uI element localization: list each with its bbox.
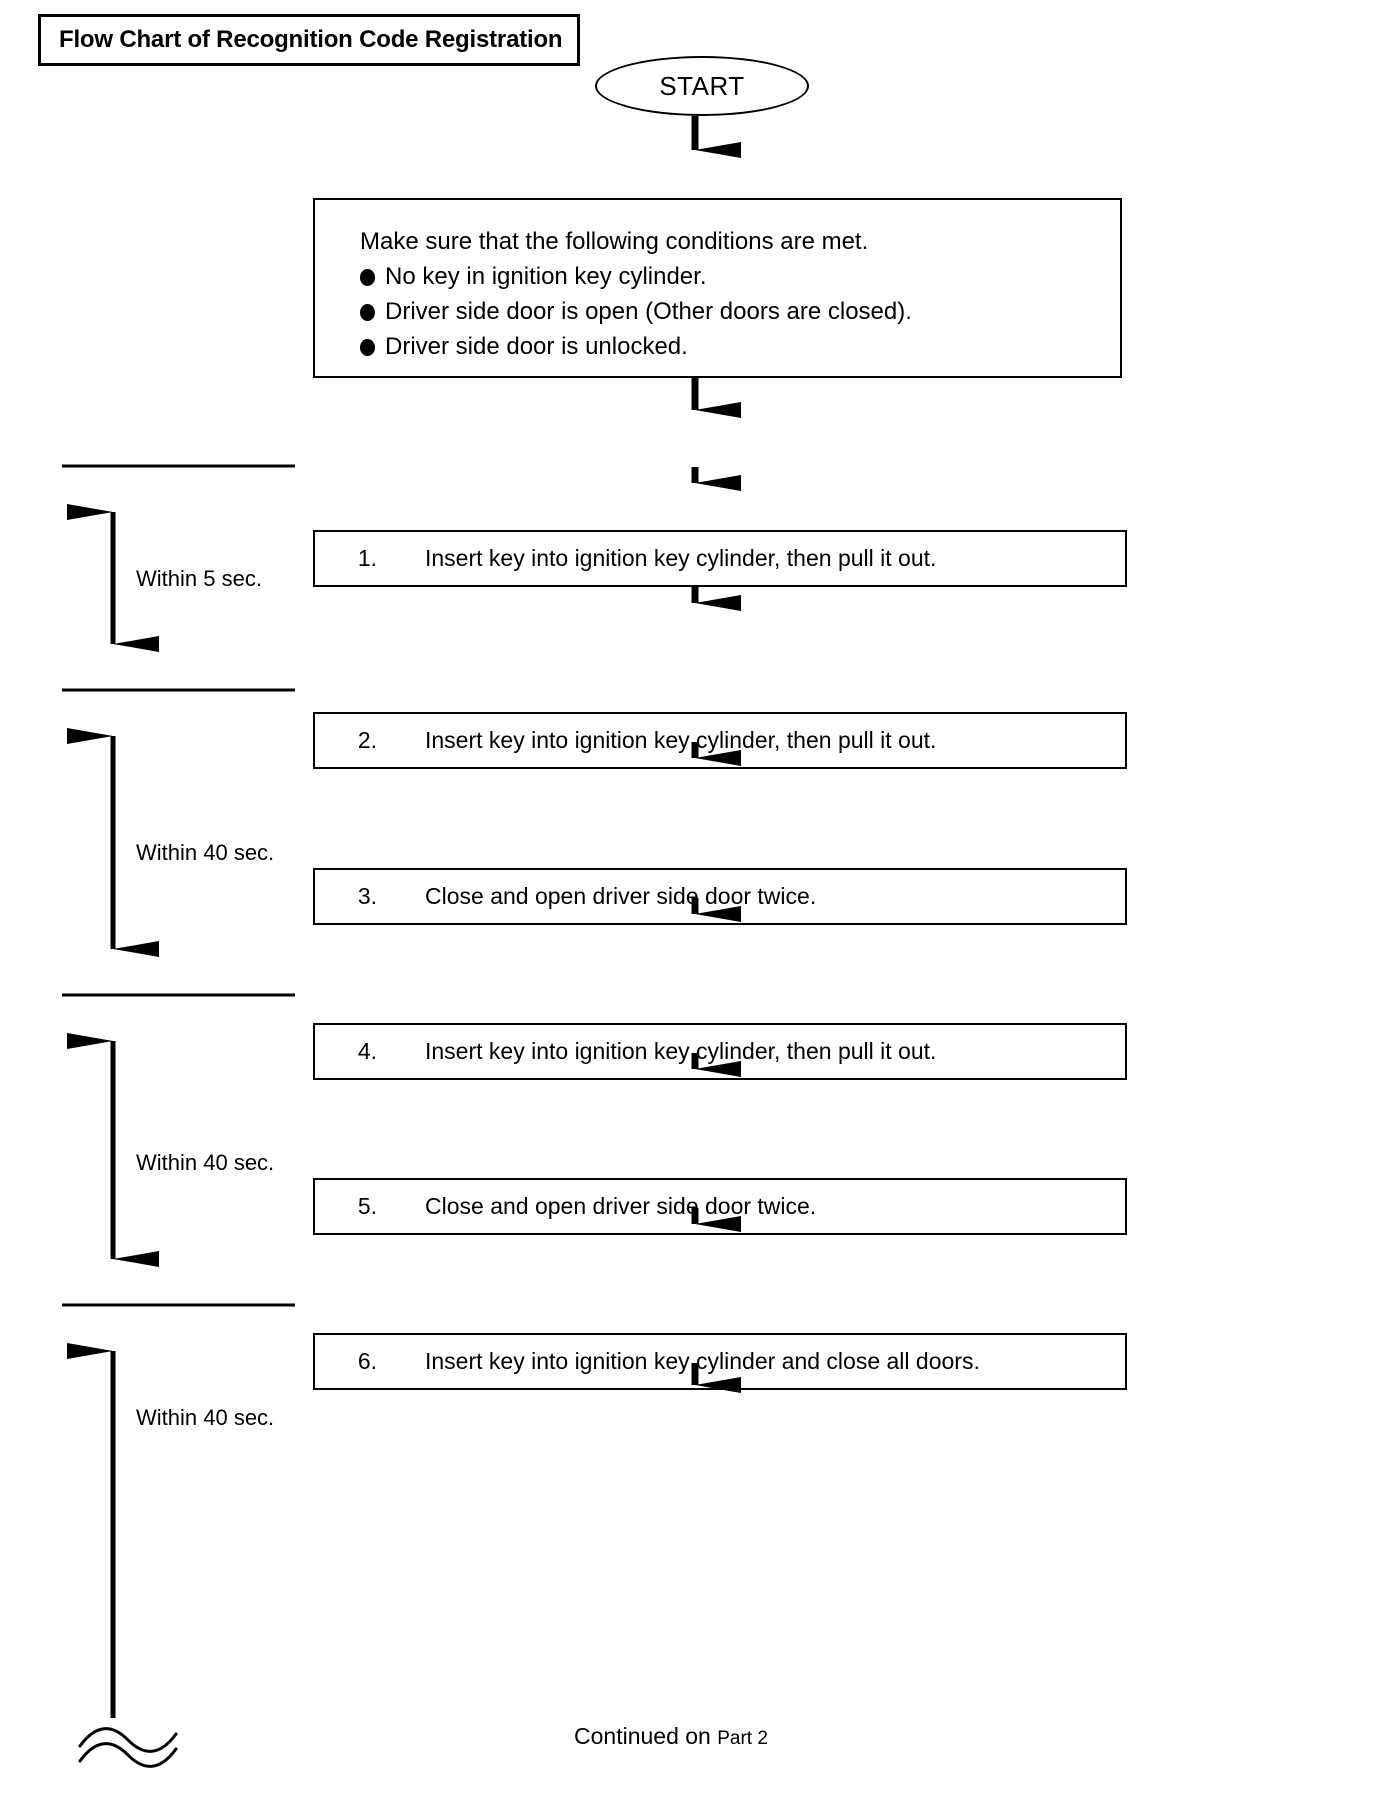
condition-item-label: Driver side door is unlocked. [385,333,688,360]
continued-text: Continued on [574,1723,711,1749]
step-number: 4. [357,1038,377,1064]
step-box-1: 1. Insert key into ignition key cylinder… [313,530,1127,587]
step-number: 5. [357,1193,377,1219]
page-title: Flow Chart of Recognition Code Registrat… [59,26,563,53]
timing-label-2: Within 40 sec. [136,840,275,865]
step-box-3: 3. Close and open driver side door twice… [313,868,1127,925]
step-number: 2. [357,727,377,753]
condition-item: Driver side door is open (Other doors ar… [360,294,1120,329]
step-box-2: 2. Insert key into ignition key cylinder… [313,712,1127,769]
step-number: 3. [357,883,377,909]
timing-label-4: Within 40 sec. [136,1405,275,1430]
step-box-5: 5. Close and open driver side door twice… [313,1178,1127,1235]
condition-item: Driver side door is unlocked. [360,329,1120,364]
start-label: START [659,70,745,101]
conditions-box: Make sure that the following conditions … [313,198,1122,378]
start-terminator: START [595,56,809,116]
conditions-heading: Make sure that the following conditions … [360,228,869,255]
chart-title-box: Flow Chart of Recognition Code Registrat… [38,14,580,66]
continued-note: Continued on Part 2 [574,1723,768,1750]
step-box-6: 6. Insert key into ignition key cylinder… [313,1333,1127,1390]
continued-part-label: Part 2 [717,1728,768,1749]
step-label: Close and open driver side door twice. [425,883,817,909]
condition-item-label: No key in ignition key cylinder. [385,263,707,290]
step-number: 1. [357,545,377,571]
step-label: Close and open driver side door twice. [425,1193,817,1219]
step-label: Insert key into ignition key cylinder, t… [425,1038,937,1064]
step-number: 6. [357,1348,377,1374]
step-label: Insert key into ignition key cylinder an… [425,1348,980,1374]
timing-divider-group [62,464,295,1307]
step-label: Insert key into ignition key cylinder, t… [425,727,937,753]
timing-label-1: Within 5 sec. [136,566,262,591]
timing-label-3: Within 40 sec. [136,1150,275,1175]
break-squiggle-icon [78,1727,178,1768]
step-label: Insert key into ignition key cylinder, t… [425,545,937,571]
bullet-dot-icon [360,304,375,321]
bullet-dot-icon [360,269,375,286]
condition-item-label: Driver side door is open (Other doors ar… [385,298,912,325]
condition-item: No key in ignition key cylinder. [360,259,1120,294]
step-box-4: 4. Insert key into ignition key cylinder… [313,1023,1127,1080]
bullet-dot-icon [360,339,375,356]
